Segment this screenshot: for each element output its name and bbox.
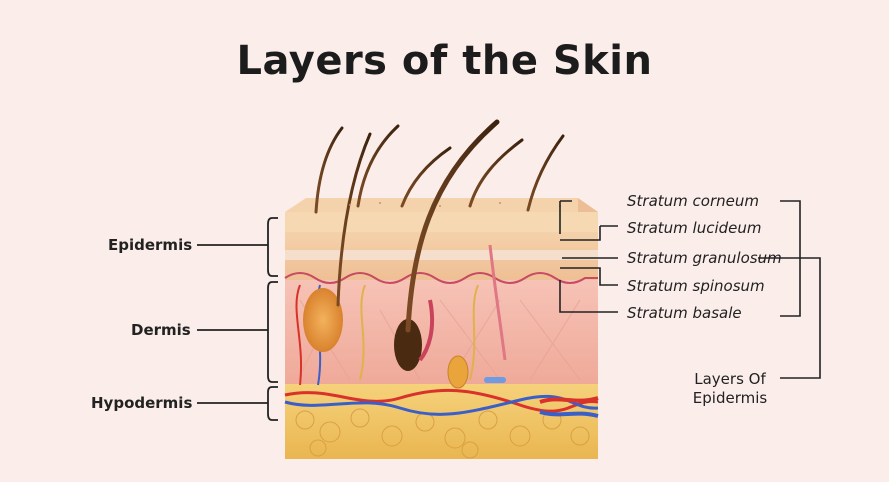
label-stratum-spinosum: Stratum spinosum	[627, 277, 765, 295]
stratum-corneum-band	[285, 212, 598, 232]
side-vein	[540, 412, 598, 416]
skin-top-surface	[285, 198, 598, 212]
label-stratum-lucideum: Stratum lucideum	[627, 219, 762, 237]
label-dermis: Dermis	[131, 321, 191, 339]
label-epidermis: Epidermis	[108, 236, 192, 254]
side-artery	[540, 398, 598, 402]
dermis-bracket	[197, 282, 278, 382]
hypodermis-bracket	[197, 387, 278, 420]
label-stratum-granulosum: Stratum granulosum	[627, 249, 782, 267]
label-layers-of-epidermis: Layers Of Epidermis	[690, 370, 770, 408]
sweat-gland	[448, 356, 468, 388]
label-hypodermis: Hypodermis	[91, 394, 192, 412]
label-stratum-basale: Stratum basale	[627, 304, 742, 322]
epidermis-bracket	[197, 218, 278, 276]
label-stratum-corneum: Stratum corneum	[627, 192, 759, 210]
page-title: Layers of the Skin	[0, 38, 889, 84]
pacinian-corpuscle	[484, 377, 506, 383]
stratum-granulosum-band	[285, 250, 598, 260]
